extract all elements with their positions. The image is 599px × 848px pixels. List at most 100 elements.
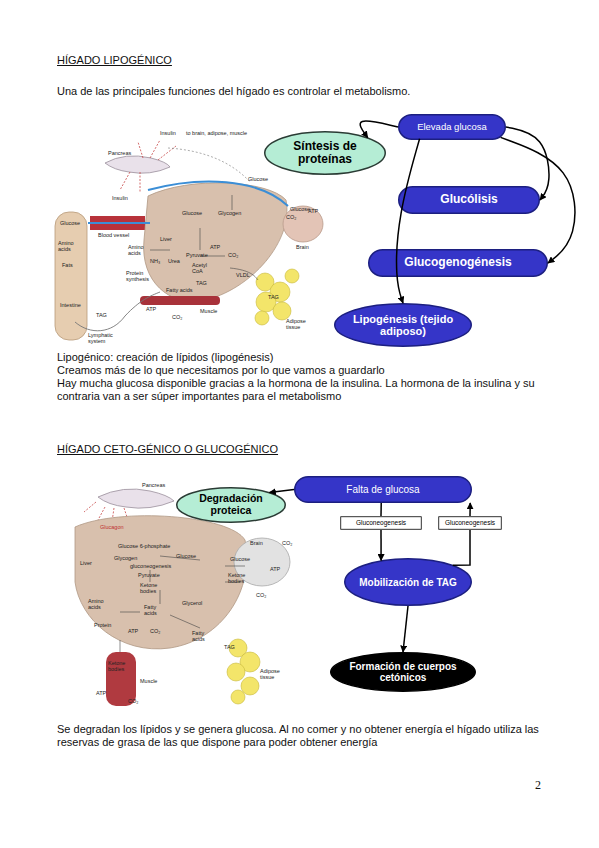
flow-arrow [469,503,471,516]
process-box: Glucólisis [398,186,540,214]
state-box: Falta de glucosa [294,476,472,503]
flow-arrow [270,490,295,493]
process-ellipse: Degradación proteica [176,487,286,523]
adipose-shape [255,269,299,325]
molecule-label: Protein [94,622,111,628]
molecule-label: Glucose [182,210,202,216]
flow-arrow [380,503,382,516]
box-outline [341,517,422,530]
organ-label: Muscle [140,678,157,684]
fat-cell [231,690,245,704]
molecule-label: CO₂ [282,540,292,546]
ellipse-outline [265,132,386,175]
process-ellipse: Lipogénesis (tejido adiposo) [334,303,472,347]
molecule-label: Fatty acids [192,630,218,643]
process-box: Gluconeogenesis [438,516,502,530]
box-outline [369,250,548,277]
node-label: Falta de glucosa [346,484,419,495]
flow-arrow [403,606,408,652]
process-ellipse: Síntesis de proteínas [264,131,386,175]
page-number: 2 [535,779,541,793]
molecule-label: CO₂ [128,698,138,704]
organ-label: Pancreas [142,482,165,488]
molecule-label: Glucose [176,553,196,559]
organ-label: Adipose tissue [286,318,320,331]
molecule-label: ATP [96,690,106,696]
illustration-note: to brain, adipose, muscle [186,130,247,136]
ellipse-outline [331,653,476,692]
molecule-label: NH₃ [150,258,160,264]
liver-shape [75,516,247,649]
organ-label: Liver [160,236,172,242]
fat-cell [285,269,299,283]
hormone-label: Glucagon [100,524,124,530]
section-heading: HÍGADO CETO-GÉNICO O GLUCOGÉNICO [57,443,278,456]
body-text: Una de las principales funciones del híg… [57,85,410,98]
molecule-label: Urea [168,258,180,264]
molecule-label: TAG [196,280,207,286]
box-outline [399,187,540,214]
molecule-label: Ketone bodies [140,582,164,595]
result-ellipse: Formación de cuerpos cetónicos [330,652,476,692]
intestine-shape [55,212,87,340]
flow-arrow [380,530,382,560]
organ-label: Brain [296,244,309,250]
molecule-label: gluconeogenesis [130,563,171,569]
process-box: Gluconeogenesis [340,516,422,530]
body-text: Se degradan los lípidos y se genera gluc… [57,723,545,748]
pancreas-shape [105,156,170,173]
molecule-label: Amino acids [58,240,86,253]
organ-label: Blood vessel [98,232,129,238]
node-label: Síntesis de proteínas [280,140,370,166]
node-label: Gluconeogenesis [356,519,406,526]
molecule-label: CO₂ [286,214,296,220]
molecule-label: Pyruvate [186,252,208,258]
molecule-label: TAG [268,294,279,300]
section-heading: HÍGADO LIPOGÉNICO [57,54,172,67]
molecule-label: Amino acids [88,598,114,611]
molecule-label: Glucose 6-phosphate [118,543,170,549]
organ-label: Pancreas [108,150,131,156]
molecule-label: Glycogen [218,210,241,216]
molecule-label: TAG [224,644,235,650]
muscle-shape [106,652,136,706]
organ-label: Muscle [200,308,217,314]
node-label: Degradación proteica [188,493,274,516]
body-text: Creamos más de lo que necesitamos por lo… [57,364,385,377]
ellipse-outline [345,559,472,606]
molecule-label: Glucose [230,556,250,562]
molecule-label: ATP [308,208,318,214]
pancreas-shape [98,489,174,508]
molecule-label: Glycogen [114,555,137,561]
fat-cell [273,302,291,320]
process-ellipse: Mobilización de TAG [344,558,472,606]
fat-cell [241,677,259,695]
molecule-label: TAG [96,312,107,318]
organ-label: Brain [250,540,263,546]
body-text: Lipogénico: creación de lípidos (lipogén… [57,351,273,364]
flow-arrow [360,121,398,138]
ellipse-outline [335,304,472,347]
molecule-label: CO₂ [256,592,266,598]
node-label: Formación de cuerpos cetónicos [346,661,460,683]
liver-shape [144,183,287,302]
organ-label: Lymphatic system [88,332,128,345]
molecule-label: Glucose [290,206,310,212]
lymphatic-path [75,292,160,331]
molecule-label: CO₂ [228,252,238,258]
box-outline [295,477,472,503]
molecule-label: ATP [146,306,156,312]
process-box: Glucogenogénesis [368,249,548,277]
molecule-label: Glucose [248,176,268,182]
pathway-lines [120,556,245,652]
pathway-lines [150,195,258,280]
molecule-label: Amino acids [128,244,154,257]
organ-label: Intestine [60,302,81,308]
node-label: Elevada glucosa [417,122,487,132]
muscle-shape [140,296,220,305]
node-label: Mobilización de TAG [359,577,457,588]
hormone-label: Insulin [112,195,128,201]
organ-label: Liver [80,560,92,566]
